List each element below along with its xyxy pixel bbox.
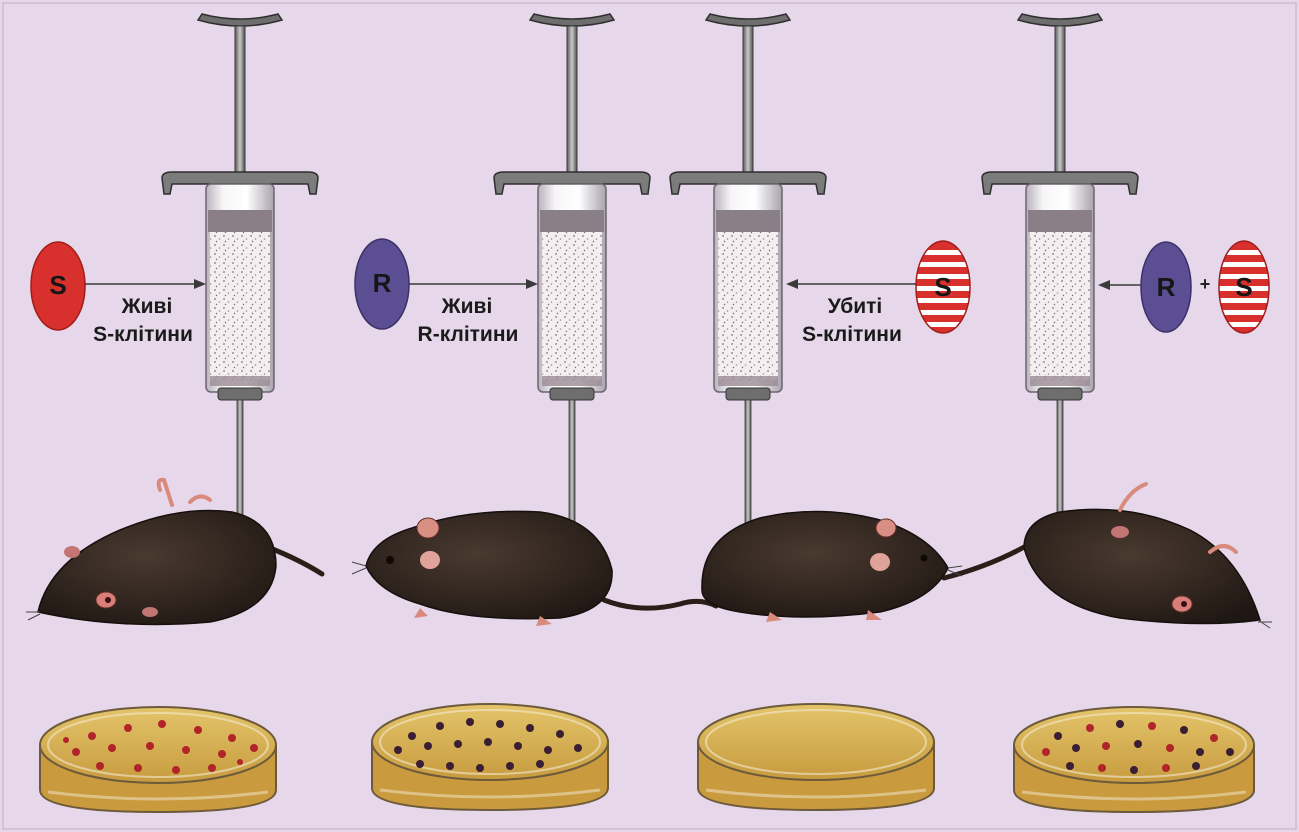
label-live-s-line1: Живі — [92, 294, 202, 320]
cell-letter-mix-s: S — [1224, 272, 1264, 302]
petri-dish-2 — [372, 704, 608, 810]
plus-sign: + — [1195, 274, 1215, 295]
cell-letter-killed-s: S — [923, 272, 963, 302]
petri-dish-1 — [40, 707, 276, 812]
label-killed-s-line2: S-клітини — [782, 322, 922, 348]
label-live-s-line2: S-клітини — [78, 322, 208, 348]
cell-letter-live-s: S — [38, 270, 78, 300]
petri-dish-4 — [1014, 707, 1254, 812]
cell-letter-mix-r: R — [1146, 272, 1186, 302]
label-killed-s-line1: Убиті — [800, 294, 910, 320]
label-live-r-line2: R-клітини — [400, 322, 536, 348]
cell-letter-live-r: R — [362, 268, 402, 298]
petri-dish-3 — [698, 704, 934, 810]
label-live-r-line1: Живі — [412, 294, 522, 320]
